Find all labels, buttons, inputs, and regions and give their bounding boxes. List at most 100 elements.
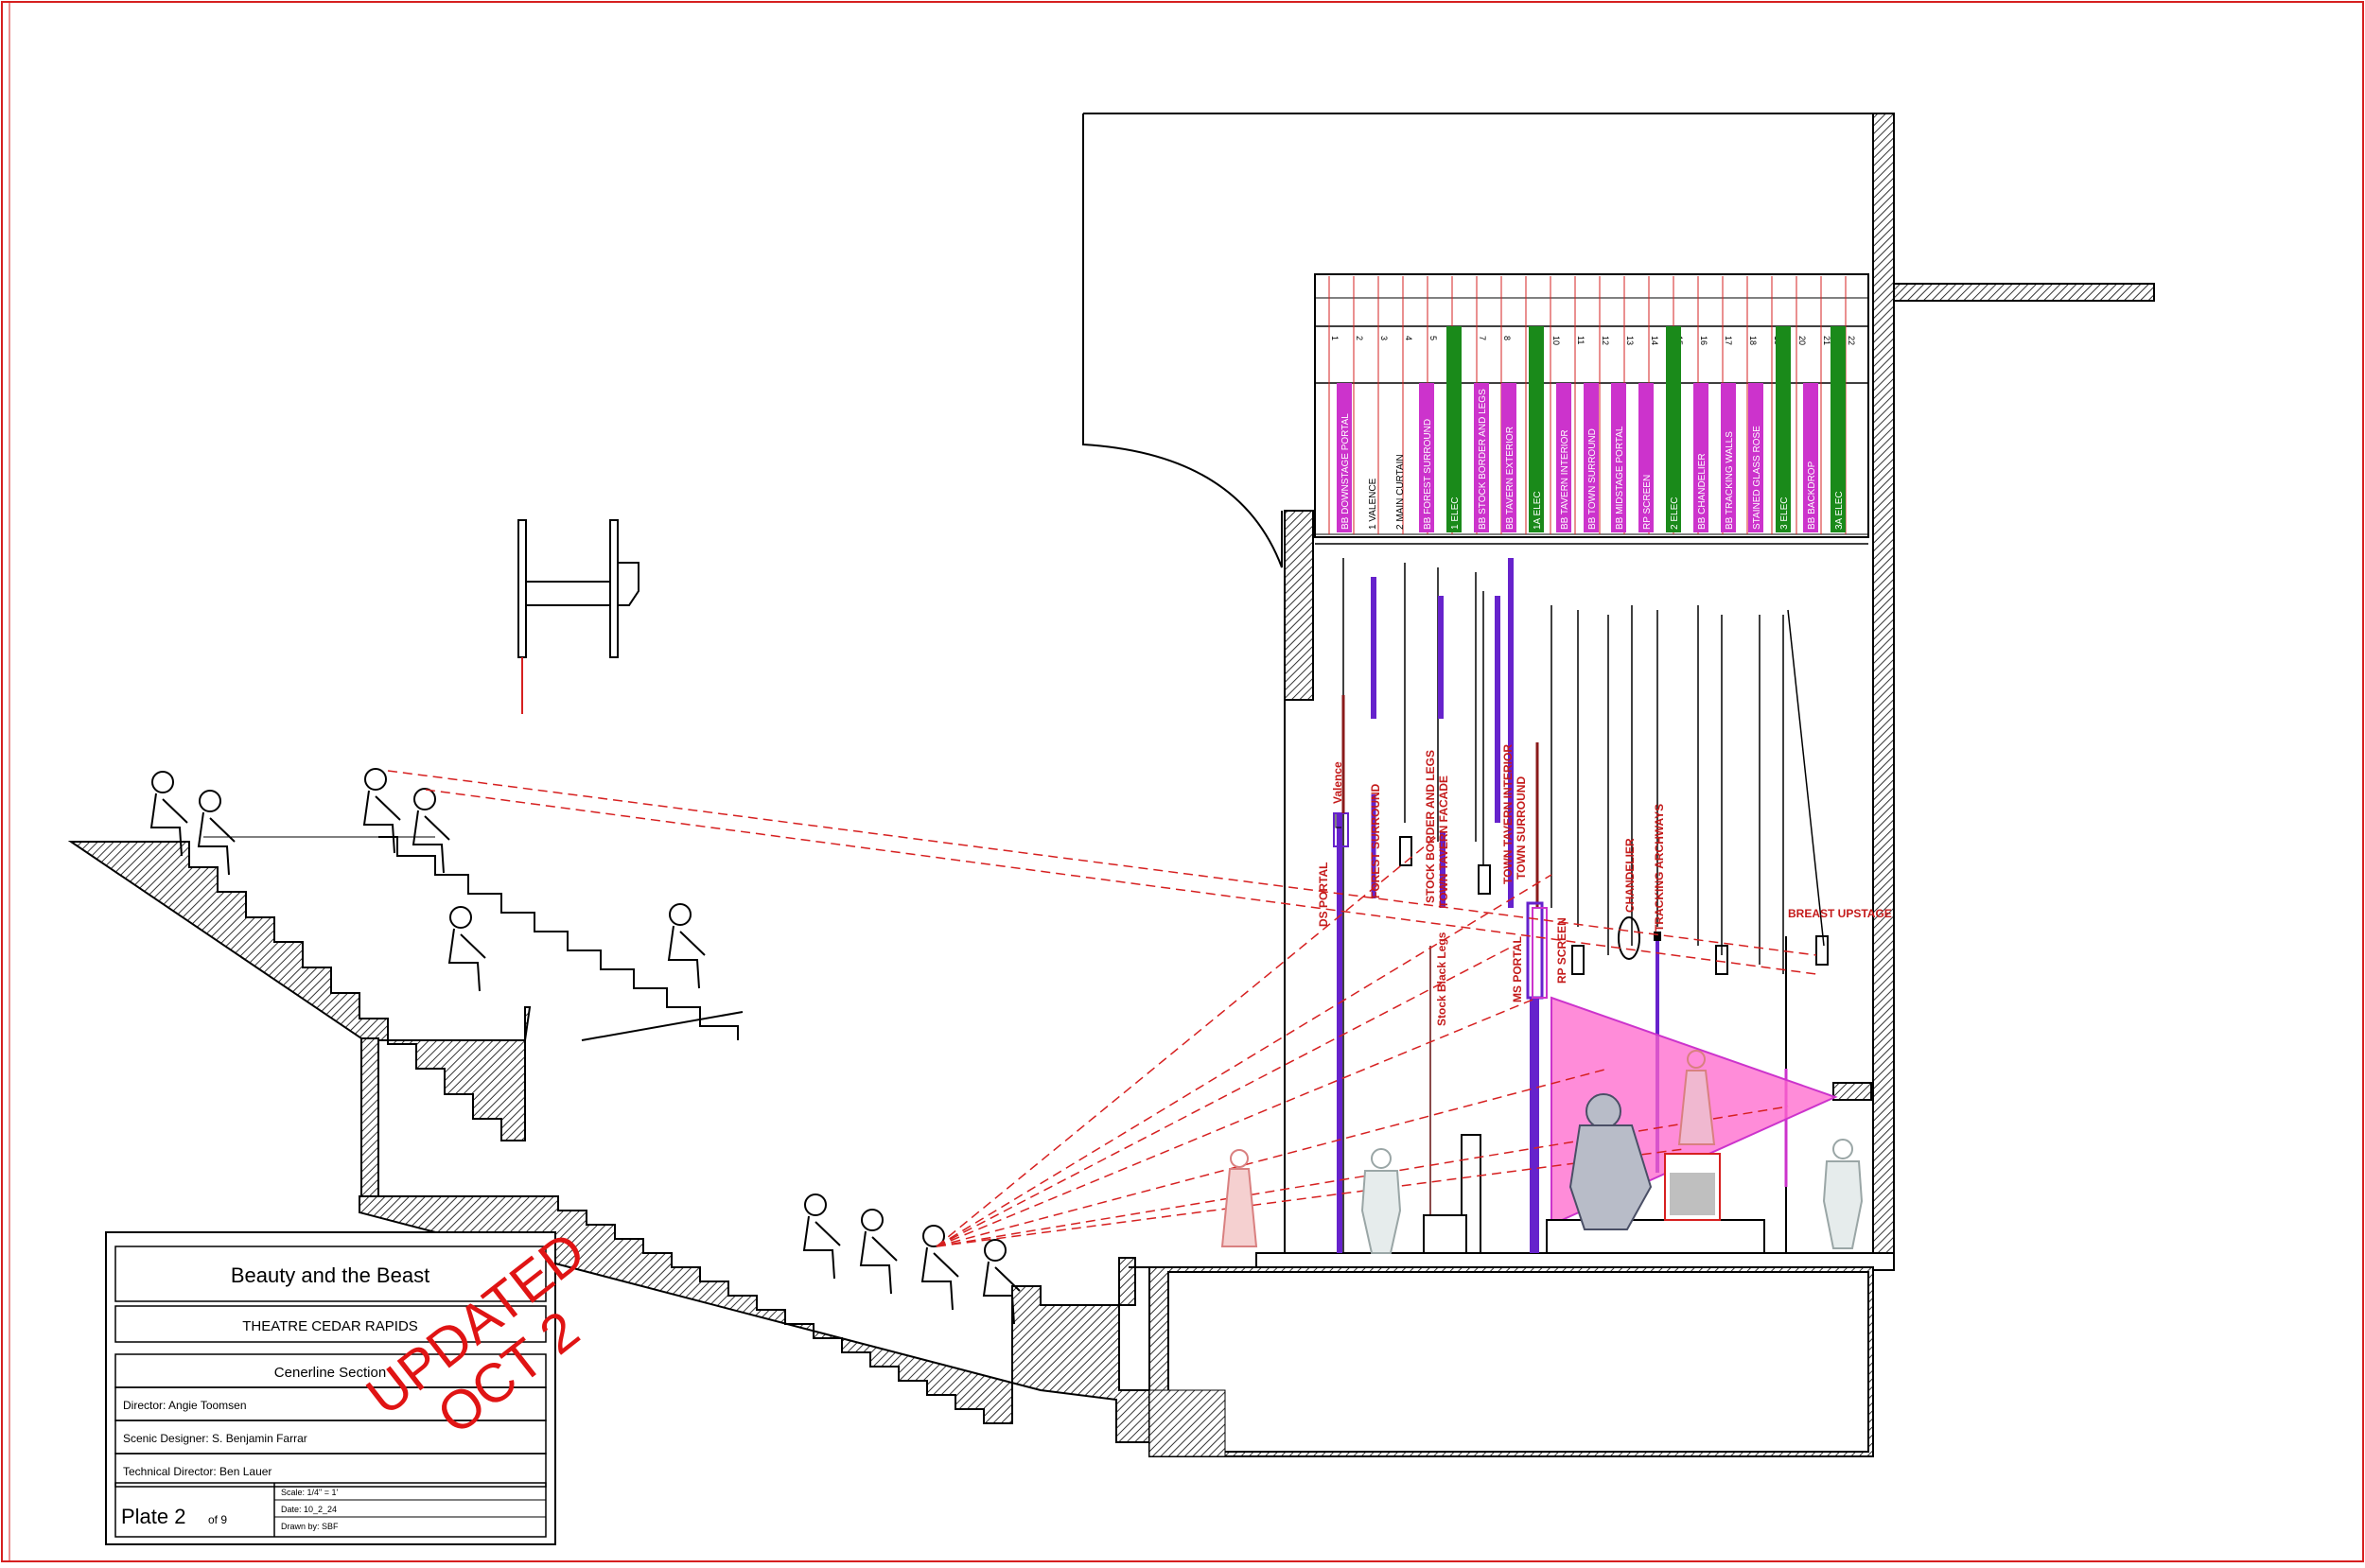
lineset-number: 7 <box>1478 336 1487 340</box>
lineset-number: 8 <box>1502 336 1512 340</box>
lineset-bar <box>1693 383 1708 532</box>
lineset-assignment: 2 MAIN CURTAIN <box>1395 454 1406 530</box>
lineset-bar <box>1474 383 1489 532</box>
lineset-label: BB DOWNSTAGE PORTAL <box>1340 413 1351 530</box>
lineset-bar <box>1611 383 1626 532</box>
lineset-bar <box>1337 383 1352 532</box>
belle-figure-ds <box>1220 1149 1258 1247</box>
balcony-rail <box>581 1011 744 1041</box>
lineset-assignment: BB FOREST SURROUND <box>1419 383 1434 532</box>
plate-label: Plate 2 <box>121 1505 186 1528</box>
lineset-label: RP SCREEN <box>1642 475 1653 530</box>
lineset-bar <box>1501 383 1516 532</box>
audience-figures <box>149 768 1021 1325</box>
lineset-number: 11 <box>1576 336 1585 344</box>
technical-director: Technical Director: Ben Lauer <box>123 1465 272 1478</box>
theatre-name: THEATRE CEDAR RAPIDS <box>242 1318 418 1334</box>
callout-town-tavern-facade: TOWN TAVERN FACADE <box>1437 775 1450 908</box>
lineset-label: BB MIDSTAGE PORTAL <box>1615 426 1625 530</box>
lineset-label: STAINED GLASS ROSE <box>1752 426 1762 530</box>
lineset-number: 10 <box>1551 336 1561 345</box>
lineset-number: 2 <box>1355 336 1364 340</box>
sightlines <box>387 770 1817 1247</box>
lineset-assignment: BB TRACKING WALLS <box>1721 383 1736 532</box>
lineset-bar <box>1831 326 1846 532</box>
lineset-bar <box>1721 383 1736 532</box>
lineset-number: 16 <box>1699 336 1708 345</box>
callout-town-surround: TOWN SURROUND <box>1515 776 1528 880</box>
lineset-assignment: BB TAVERN INTERIOR <box>1556 383 1571 532</box>
gaston-figure-ds <box>1360 1148 1402 1254</box>
lineset-label: 1 ELEC <box>1450 497 1461 530</box>
lineset-number: 14 <box>1650 336 1659 345</box>
balcony-structure <box>67 841 532 1197</box>
callout-breast-upstage: BREAST UPSTAGE <box>1788 907 1892 920</box>
lineset-label: 1A ELEC <box>1533 491 1543 530</box>
lineset-number: 20 <box>1797 336 1807 345</box>
lineset-label: BB BACKDROP <box>1807 461 1817 530</box>
lighting-instruments <box>1399 836 1872 1101</box>
callout-forest-surround: FOREST SURROUND <box>1369 783 1382 898</box>
lineset-schedule: 12345678910111213141516171819202122 BB D… <box>1314 273 1869 538</box>
callout-labels: Valence DS PORTAL FOREST SURROUND STOCK … <box>1317 744 1892 1026</box>
section-title: Cenerline Section <box>274 1365 386 1381</box>
lineset-label: BB TAVERN EXTERIOR <box>1505 427 1515 530</box>
lineset-assignment: STAINED GLASS ROSE <box>1748 383 1763 532</box>
lineset-number: 17 <box>1724 336 1733 345</box>
lineset-label: BB TOWN SURROUND <box>1587 428 1598 530</box>
lineset-label: 3A ELEC <box>1834 491 1845 530</box>
lineset-number: 5 <box>1428 336 1438 340</box>
lineset-label: BB TRACKING WALLS <box>1725 431 1735 530</box>
orchestra-floor <box>359 1195 1150 1443</box>
actor-figures <box>1220 1050 1864 1254</box>
lineset-bar <box>1446 326 1462 532</box>
lineset-assignment: BB DOWNSTAGE PORTAL <box>1337 383 1352 532</box>
balcony-steps <box>378 836 739 1040</box>
lineset-assignment: BB TAVERN EXTERIOR <box>1501 383 1516 532</box>
lineset-bar <box>1638 383 1654 532</box>
lineset-number: 13 <box>1625 336 1635 345</box>
lineset-label: 3 ELEC <box>1779 497 1790 530</box>
lineset-assignment: BB TOWN SURROUND <box>1584 383 1599 532</box>
lineset-assignment: 1A ELEC <box>1529 326 1544 532</box>
lineset-number: 4 <box>1404 336 1413 340</box>
lineset-bar <box>1556 383 1571 532</box>
lineset-label: 2 ELEC <box>1670 497 1680 530</box>
lineset-label: 2 MAIN CURTAIN <box>1395 454 1406 530</box>
drawn-by: Drawn by: SBF <box>281 1522 339 1531</box>
lineset-assignment: BB BACKDROP <box>1803 383 1818 532</box>
lineset-label: BB STOCK BORDER AND LEGS <box>1478 389 1488 530</box>
lineset-bar <box>1666 326 1681 532</box>
lineset-bar <box>1776 326 1791 532</box>
lineset-assignment: 3 ELEC <box>1776 326 1791 532</box>
lineset-number: 1 <box>1330 336 1340 340</box>
lineset-assignment: 3A ELEC <box>1831 326 1846 532</box>
lineset-assignment: BB MIDSTAGE PORTAL <box>1611 383 1626 532</box>
lineset-number: 3 <box>1379 336 1389 340</box>
lineset-number: 21 <box>1822 336 1831 345</box>
lineset-label: BB CHANDELIER <box>1697 453 1708 530</box>
callout-town-tavern-interior: TOWN TAVERN INTERIOR <box>1501 744 1515 884</box>
callout-tracking-archways: TRACKING ARCHWAYS <box>1653 804 1666 932</box>
callout-chandelier: CHANDELIER <box>1623 838 1637 913</box>
lineset-label: BB FOREST SURROUND <box>1423 419 1433 530</box>
lineset-assignment: 1 ELEC <box>1446 326 1462 532</box>
director: Director: Angie Toomsen <box>123 1399 247 1412</box>
lineset-assignment: BB STOCK BORDER AND LEGS <box>1474 383 1489 532</box>
beast-figure <box>1568 1093 1653 1230</box>
plate-of: of 9 <box>208 1513 227 1526</box>
scenic-designer: Scenic Designer: S. Benjamin Farrar <box>123 1432 307 1445</box>
lineset-bar <box>1419 383 1434 532</box>
callout-rp-screen: RP SCREEN <box>1555 917 1568 984</box>
lineset-number: 18 <box>1748 336 1758 345</box>
lineset-assignment: 2 ELEC <box>1666 326 1681 532</box>
lineset-bar <box>1803 383 1818 532</box>
date: Date: 10_2_24 <box>281 1505 337 1514</box>
callout-valence: Valence <box>1331 761 1344 804</box>
gaston-figure-us <box>1822 1139 1864 1249</box>
title-block: Beauty and the Beast THEATRE CEDAR RAPID… <box>105 1231 556 1545</box>
house-light-position <box>517 519 639 714</box>
lineset-label: BB TAVERN INTERIOR <box>1560 429 1570 530</box>
lineset-bar <box>1529 326 1544 532</box>
